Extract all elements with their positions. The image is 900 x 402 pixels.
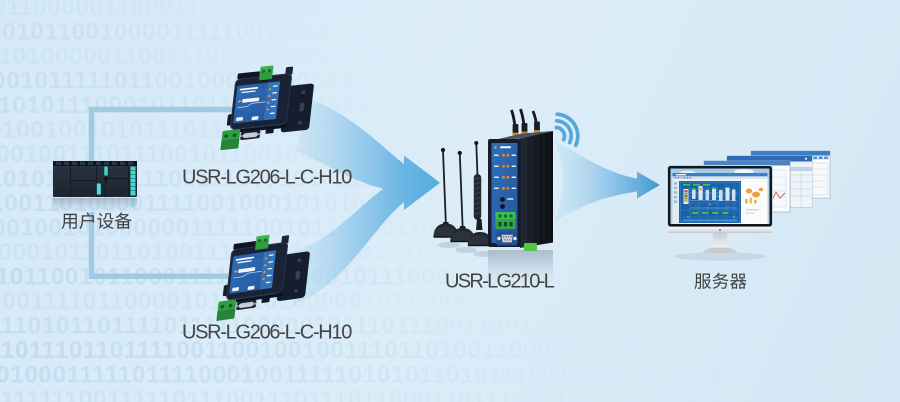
svg-text:USR-LG206-L-C-H10: USR-LG206-L-C-H10 <box>182 322 352 344</box>
svg-text:010010010101110110100001111011: 0100100101011101101000011110111101100100… <box>0 117 868 144</box>
svg-text:001001110111001011001000101010: 0010011101110010110010001010101110100110… <box>0 141 844 168</box>
svg-text:110111011011110011001001001110: 1101110110111100110010010011101101001100… <box>0 337 774 364</box>
svg-text:011000001100011000110011110100: 0110000011000110001100111101000000000001… <box>0 0 860 21</box>
svg-text:001010000011001110000010001101: 0010100000110011100000100011010010010101… <box>0 43 752 70</box>
svg-text:USR-LG210-L: USR-LG210-L <box>445 270 555 292</box>
svg-text:111111100111110111001110111011: 1111111001111101110011101110110001101110… <box>0 386 763 402</box>
svg-text:000001011011010011100001110101: 0000010110110100111000011101011010010000… <box>0 239 791 266</box>
svg-text:010001111101111000100111110101: 0100011111011110001001111101010110101110… <box>0 362 777 389</box>
svg-text:001010111000101101110110110101: 0010101110001011011101101101010001110000… <box>0 92 738 119</box>
svg-text:USR-LG206-L-C-H10: USR-LG206-L-C-H10 <box>182 167 352 189</box>
svg-text:001011001000011111001011101101: 0010110010000111110010111011010001000110… <box>0 19 777 46</box>
svg-text:111010110111101111100000101110: 1110101101111011111000001011101110011001… <box>0 313 837 340</box>
svg-text:000111101100001011010100000101: 0001111011000010110101000001011100011001… <box>0 288 900 315</box>
svg-text:001011111011001000101000100100: 0010111110110010001010001001001110000110… <box>0 68 781 95</box>
